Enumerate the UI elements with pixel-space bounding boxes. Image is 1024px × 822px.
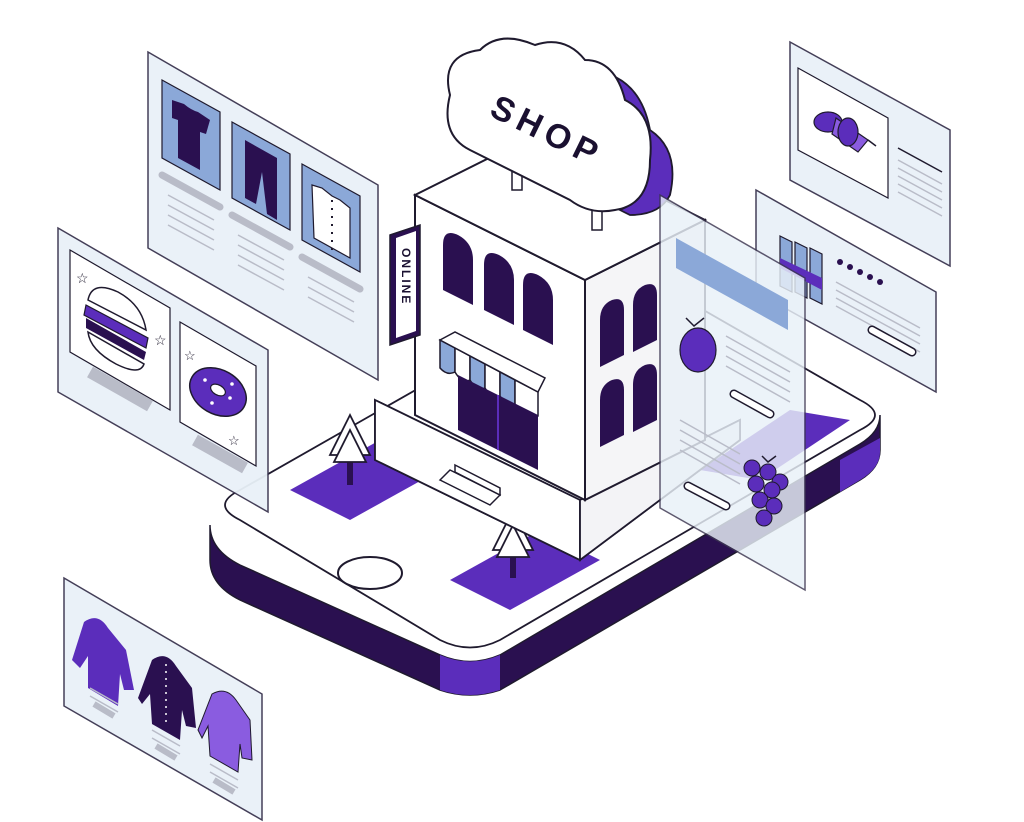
svg-text:☆: ☆ [184,348,196,363]
shirt-icon [311,184,351,260]
donut-icon [189,367,247,417]
jacket-icon [72,618,134,706]
jacket-icon [197,690,253,773]
panel-fruit[interactable] [659,193,806,592]
pants-icon [245,140,277,220]
tree-right [491,507,535,578]
vegetables-icon [813,111,877,153]
panel-vegetables[interactable] [789,40,951,268]
tshirt-icon [172,100,210,170]
plum-icon [679,317,717,373]
svg-text:☆: ☆ [76,270,89,286]
tree-left [328,412,372,485]
online-sign-text: ONLINE [399,248,413,305]
jacket-icon [138,656,196,740]
burger-icon [83,286,149,371]
shop-cloud-sign: SHOP [446,37,674,231]
panel-food[interactable]: ☆ ☆ ☆ ☆ [57,226,269,514]
panel-clothing[interactable] [147,50,379,382]
svg-text:☆: ☆ [154,332,167,348]
grapes-icon [743,455,789,527]
online-sign: ONLINE [389,223,421,347]
svg-text:☆: ☆ [228,433,240,448]
panel-jackets[interactable] [63,576,263,822]
home-button[interactable] [337,556,403,590]
